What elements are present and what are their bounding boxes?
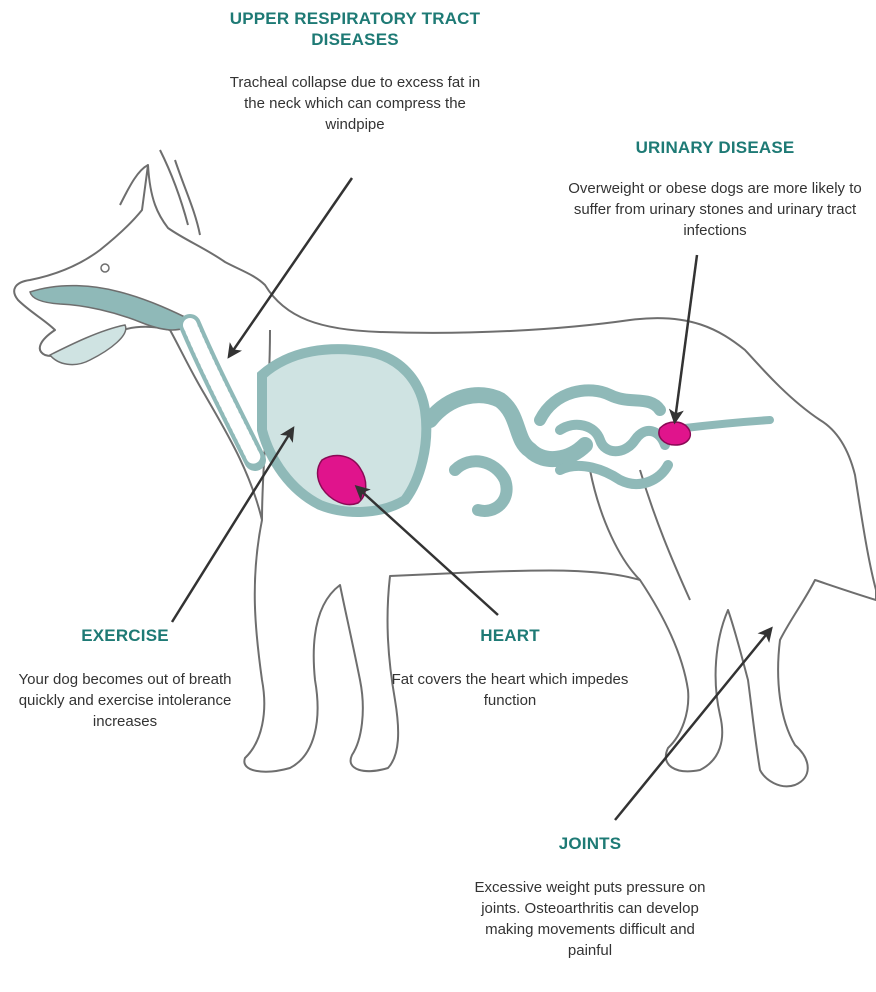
callout-text-urinary: Overweight or obese dogs are more likely…	[560, 178, 870, 241]
bladder-organ	[659, 422, 690, 445]
callout-text-upper-respiratory: Tracheal collapse due to excess fat in t…	[220, 72, 490, 135]
callout-title-upper-respiratory: UPPER RESPIRATORY TRACT DISEASES	[220, 8, 490, 50]
callout-joints: JOINTS Excessive weight puts pressure on…	[470, 833, 710, 961]
callout-text-joints: Excessive weight puts pressure on joints…	[470, 877, 710, 961]
callout-title-heart: HEART	[390, 625, 630, 646]
callout-text-exercise: Your dog becomes out of breath quickly a…	[0, 669, 250, 732]
callout-urinary: URINARY DISEASE Overweight or obese dogs…	[560, 137, 870, 241]
callout-title-urinary: URINARY DISEASE	[560, 137, 870, 158]
callout-heart: HEART Fat covers the heart which impedes…	[390, 625, 630, 711]
callout-upper-respiratory: UPPER RESPIRATORY TRACT DISEASES Trachea…	[220, 8, 490, 135]
callout-title-exercise: EXERCISE	[0, 625, 250, 646]
callout-text-heart: Fat covers the heart which impedes funct…	[390, 669, 630, 711]
callout-title-joints: JOINTS	[470, 833, 710, 854]
callout-exercise: EXERCISE Your dog becomes out of breath …	[0, 625, 250, 732]
